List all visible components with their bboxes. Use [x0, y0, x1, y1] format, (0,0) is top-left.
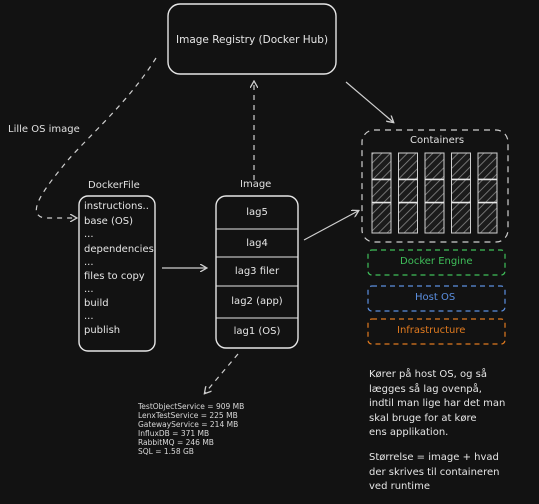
container-column [477, 152, 498, 234]
image-to-sizes-arrow [205, 353, 239, 393]
size-item: LenxTestService = 225 MB [138, 411, 238, 420]
size-item: GatewayService = 214 MB [138, 420, 239, 429]
container-column [371, 152, 392, 234]
note-line: skal bruge for at køre [369, 412, 477, 424]
registry-to-containers-arrow [345, 81, 393, 122]
registry-box [167, 3, 337, 75]
dockerfile-item: build [84, 298, 109, 309]
image-layer-2: lag2 (app) [231, 296, 283, 307]
infrastructure-label: Infrastructure [397, 325, 466, 336]
notes-paragraph-2: Størrelse = image + hvad der skrives til… [369, 451, 499, 495]
dockerfile-item: ... [84, 311, 94, 322]
docker-engine-box [367, 249, 506, 276]
containers-title: Containers [410, 135, 465, 146]
image-layer-5: lag5 [246, 207, 268, 218]
note-line: Størrelse = image + hvad [369, 452, 499, 463]
docker-engine-label: Docker Engine [400, 256, 473, 267]
note-line: Kører på host OS, og så [369, 369, 487, 380]
dockerfile-item: instructions.. [84, 201, 149, 212]
note-line: lægges så lag ovenpå, [369, 383, 482, 395]
size-item: SQL = 1.58 GB [138, 447, 194, 456]
dockerfile-item: ... [84, 257, 94, 268]
image-title: Image [240, 179, 272, 190]
notes-paragraph-1: Kører på host OS, og så lægges så lag ov… [369, 368, 505, 441]
image-layer-1: lag1 (OS) [233, 326, 281, 337]
small-os-image-label: Lille OS image [8, 124, 80, 135]
note-line: indtil man lige har det man [369, 398, 506, 409]
container-column [398, 152, 418, 234]
image-to-containers-arrow [303, 211, 358, 241]
size-item: TestObjectService = 909 MB [138, 402, 245, 411]
image-layer-4: lag4 [246, 238, 268, 249]
size-item: RabbitMQ = 246 MB [138, 438, 214, 447]
dockerfile-item: publish [84, 325, 121, 336]
note-line: der skrives til containeren [369, 466, 500, 478]
note-line: ved runtime [369, 481, 430, 492]
host-os-label: Host OS [415, 292, 456, 303]
image-sizes-list: TestObjectService = 909 MB LenxTestServi… [138, 402, 244, 456]
registry-label: Image Registry (Docker Hub) [176, 34, 329, 46]
dockerfile-title: DockerFile [88, 180, 140, 191]
container-column [424, 152, 445, 234]
registry-to-dockerfile-arrow [35, 57, 157, 218]
containers-box [361, 129, 509, 243]
dockerfile-item: ... [84, 229, 94, 240]
dockerfile-item: dependencies [84, 244, 154, 255]
size-item: InfluxDB = 371 MB [138, 429, 210, 438]
dockerfile-item: files to copy [84, 271, 145, 282]
dockerfile-item: ... [84, 284, 94, 295]
image-box [215, 195, 299, 349]
image-layer-3: lag3 filer [234, 266, 280, 277]
infrastructure-box [367, 318, 506, 345]
dockerfile-item: base (OS) [84, 216, 134, 227]
container-columns [371, 152, 498, 234]
dockerfile-box [78, 195, 156, 352]
container-column [451, 152, 471, 234]
note-line: ens applikation. [369, 427, 449, 438]
host-os-box [367, 285, 506, 312]
